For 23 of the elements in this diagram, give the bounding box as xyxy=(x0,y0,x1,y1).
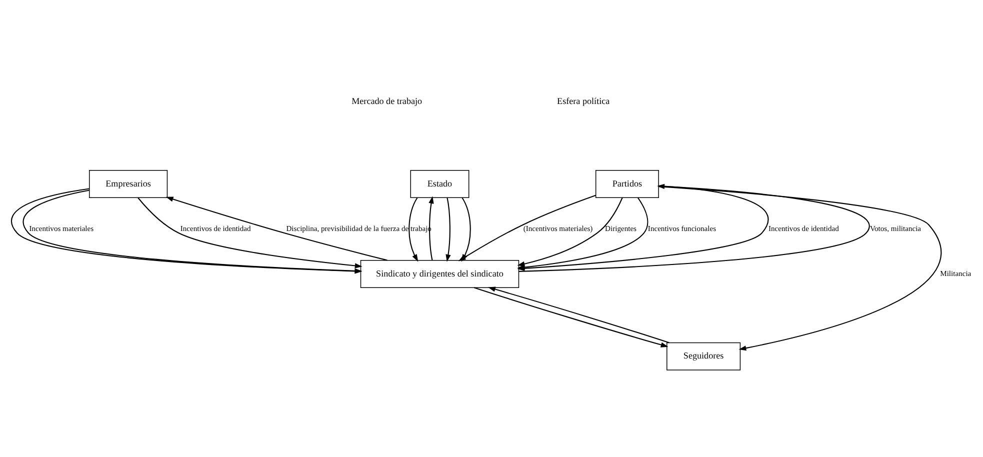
arrow xyxy=(166,196,388,260)
arrow xyxy=(408,196,418,262)
edge-label: Incentivos de identidad xyxy=(768,223,839,232)
label: Esfera política xyxy=(557,95,610,106)
arrow xyxy=(518,183,869,272)
edge-label: Incentivos materiales xyxy=(29,223,94,232)
label: Mercado de trabajo xyxy=(352,95,422,106)
arrow xyxy=(428,196,434,260)
edge-label: (Incentivos materiales) xyxy=(523,223,593,232)
edge-label: Incentivos funcionales xyxy=(648,223,716,232)
edge-label: Votos, militancia xyxy=(870,223,922,232)
node-box: Estado xyxy=(410,170,470,198)
node-box: Empresarios xyxy=(89,170,168,198)
edge-label: Incentivos de identidad xyxy=(180,223,251,232)
arrow xyxy=(517,196,623,266)
arrow xyxy=(138,196,362,268)
arrow xyxy=(658,186,942,350)
edge-label: Militancia xyxy=(940,268,972,278)
arrow xyxy=(446,197,451,262)
node-box: Sindicato y dirigentes del sindicato xyxy=(360,260,520,288)
node-box: Partidos xyxy=(595,170,659,198)
node-box: Seguidores xyxy=(666,342,741,370)
edge-label: Dirigentes xyxy=(605,223,636,232)
